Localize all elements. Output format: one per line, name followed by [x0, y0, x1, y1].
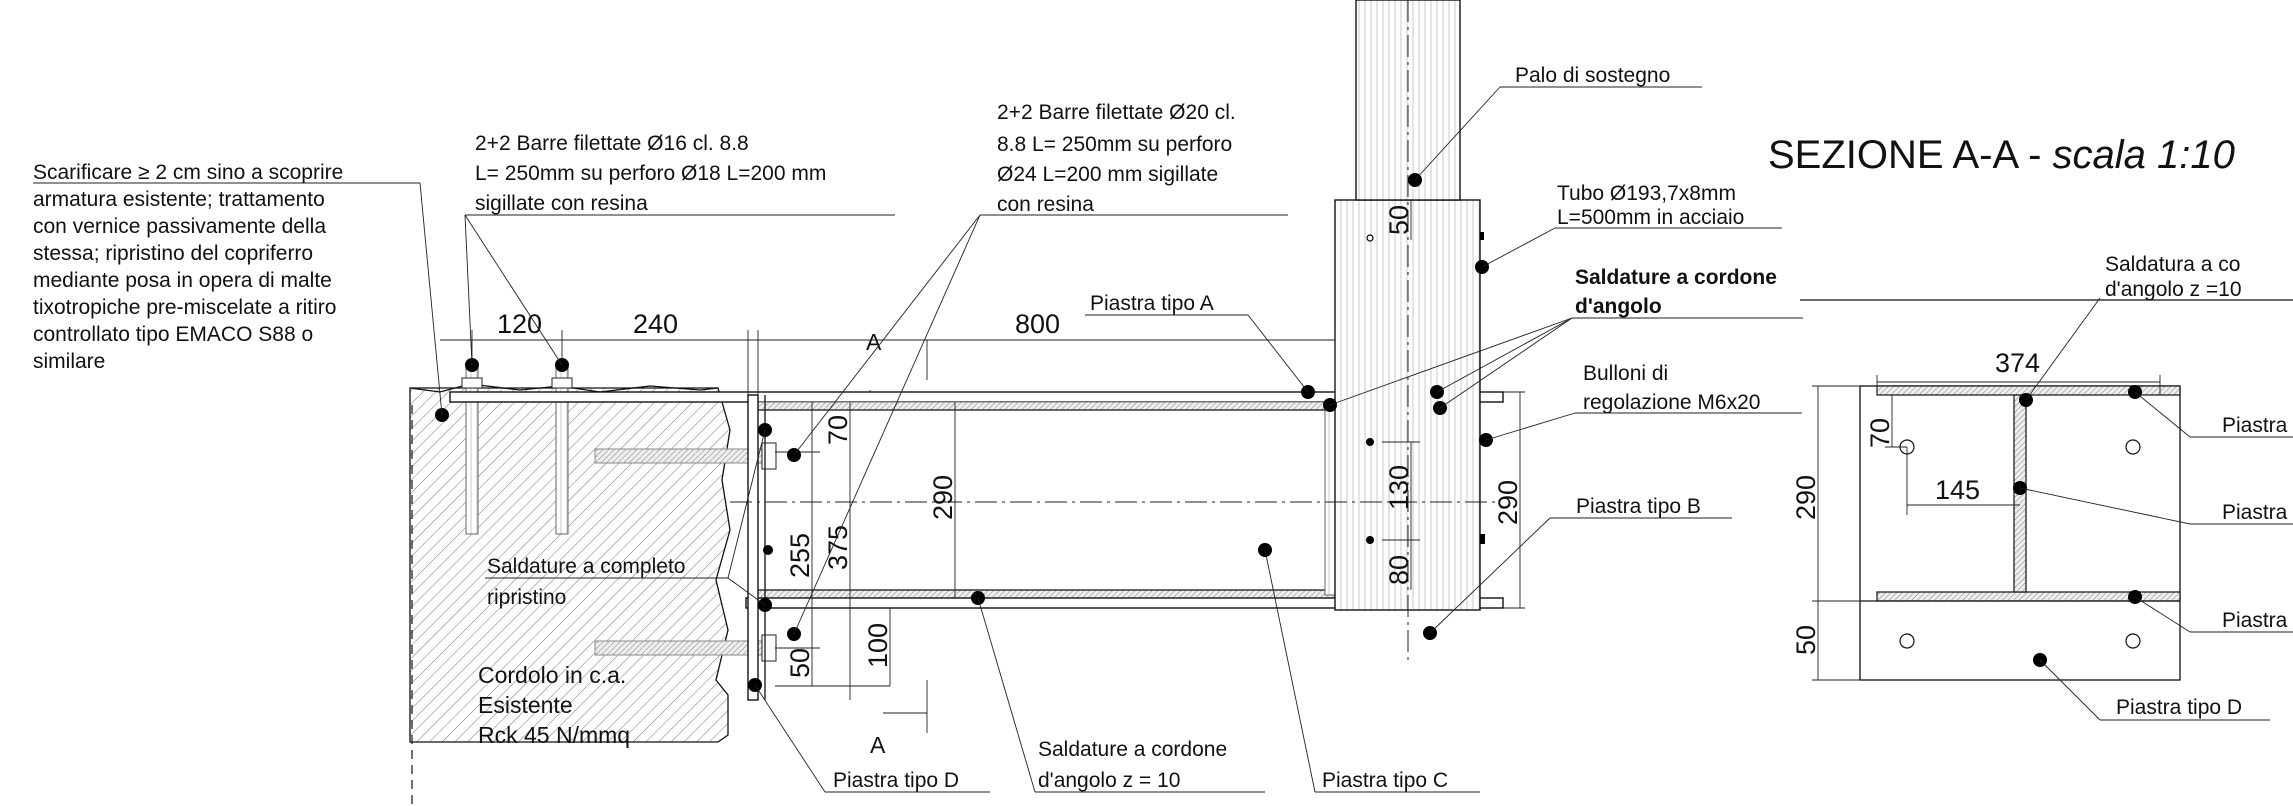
section-dim-374: 374 — [1995, 348, 2040, 378]
leaders — [33, 86, 1803, 793]
label-tubo-1: Tubo Ø193,7x8mm — [1557, 182, 1736, 205]
section-label-saldatura-1: Saldatura a co — [2105, 253, 2240, 276]
dim-290-left: 290 — [928, 475, 958, 520]
bolt-hole — [1899, 633, 1915, 649]
bolt-hole — [2125, 439, 2141, 455]
note-line: tixotropiche pre-miscelate a ritiro — [33, 296, 336, 319]
note-line: L= 250mm su perforo Ø18 L=200 mm — [475, 162, 826, 185]
note-line: similare — [33, 350, 105, 373]
label-cordolo: Cordolo in c.a. Esistente Rck 45 N/mmq — [478, 662, 630, 748]
section-a-a: 374 145 70 290 50 Saldatura a co d'angol… — [1791, 253, 2293, 721]
dim-100: 100 — [863, 623, 893, 668]
dimensions-top: 120 240 800 — [440, 309, 1336, 395]
note-barre-d20: 2+2 Barre filettate Ø20 cl. 8.8 L= 250mm… — [997, 101, 1236, 216]
dim-375: 375 — [823, 525, 853, 570]
label-bulloni-1: Bulloni di — [1583, 362, 1668, 385]
note-line: 8.8 L= 250mm su perforo — [997, 133, 1232, 156]
section-label-piastra-d: Piastra tipo D — [2116, 696, 2242, 719]
section-mark-bottom: A — [870, 732, 886, 758]
note-line: 2+2 Barre filettate Ø20 cl. — [997, 101, 1236, 124]
note-line: 2+2 Barre filettate Ø16 cl. 8.8 — [475, 132, 749, 155]
dim-80: 80 — [1384, 555, 1414, 585]
note-line: con resina — [997, 193, 1094, 216]
label-saldature-z10-2: d'angolo z = 10 — [1038, 769, 1180, 792]
threaded-bars-d16 — [461, 358, 573, 535]
section-title-text: SEZIONE A-A - scala 1:10 — [1768, 133, 2235, 177]
section-title-scale: scala 1:10 — [2053, 133, 2235, 177]
note-barre-d16: 2+2 Barre filettate Ø16 cl. 8.8 L= 250mm… — [475, 132, 826, 215]
note-line: mediante posa in opera di malte — [33, 269, 332, 292]
label-piastra-c: Piastra tipo C — [1322, 769, 1448, 792]
section-label-piastra-2: Piastra — [2222, 501, 2288, 524]
label-saldature-angolo-2: d'angolo — [1575, 295, 1662, 318]
label-tubo-2: L=500mm in acciaio — [1557, 206, 1744, 229]
dim-255: 255 — [785, 533, 815, 578]
label-saldature-angolo-1: Saldature a cordone — [1575, 266, 1777, 289]
dim-800: 800 — [1015, 309, 1060, 339]
label-palo: Palo di sostegno — [1515, 64, 1670, 87]
dim-240: 240 — [633, 309, 678, 339]
label-piastra-d: Piastra tipo D — [833, 769, 959, 792]
note-line: armatura esistente; trattamento — [33, 188, 325, 211]
section-dim-70: 70 — [1865, 418, 1895, 448]
section-label-saldatura-2: d'angolo z =10 — [2105, 278, 2242, 301]
note-line: stessa; ripristino del copriferro — [33, 242, 313, 265]
section-title-main: SEZIONE A-A - — [1768, 133, 2053, 177]
dim-120: 120 — [497, 309, 542, 339]
dimensions-tube: 50 130 80 290 — [1382, 200, 1525, 609]
section-dim-290: 290 — [1791, 475, 1821, 520]
dim-130: 130 — [1384, 465, 1414, 510]
section-mark-top: A — [866, 329, 882, 355]
note-line: Rck 45 N/mmq — [478, 722, 630, 748]
dim-50-tube: 50 — [1384, 205, 1414, 235]
label-saldature-completo-2: ripristino — [487, 586, 566, 609]
label-piastra-a: Piastra tipo A — [1090, 292, 1214, 315]
note-line: controllato tipo EMACO S88 o — [33, 323, 313, 346]
note-line: sigillate con resina — [475, 192, 648, 215]
section-label-piastra-1: Piastra — [2222, 414, 2288, 437]
note-line: Scarificare ≥ 2 cm sino a scoprire — [33, 161, 343, 184]
section-dim-145: 145 — [1935, 475, 1980, 505]
bolt-hole — [2125, 633, 2141, 649]
label-saldature-completo-1: Saldature a completo — [487, 555, 685, 578]
label-saldature-z10-1: Saldature a cordone — [1038, 738, 1227, 761]
dim-290-right: 290 — [1493, 480, 1523, 525]
note-scarificare: Scarificare ≥ 2 cm sino a scoprire armat… — [33, 161, 343, 373]
label-bulloni-2: regolazione M6x20 — [1583, 391, 1760, 414]
label-piastra-b: Piastra tipo B — [1576, 495, 1701, 518]
section-dim-50: 50 — [1791, 625, 1821, 655]
note-line: Ø24 L=200 mm sigillate — [997, 163, 1218, 186]
dimensions-left: 290 70 255 375 50 100 — [775, 402, 958, 700]
note-line: con vernice passivamente della — [33, 215, 326, 238]
dim-50: 50 — [785, 648, 815, 678]
note-line: Cordolo in c.a. — [478, 662, 626, 688]
piastra-b-bottom-plate — [745, 597, 1504, 609]
tube-and-pole — [1334, 0, 1485, 611]
section-title: SEZIONE A-A - scala 1:10 — [1768, 133, 2235, 177]
note-line: Esistente — [478, 692, 573, 718]
dim-70: 70 — [823, 415, 853, 445]
section-label-piastra-3: Piastra — [2222, 609, 2288, 632]
